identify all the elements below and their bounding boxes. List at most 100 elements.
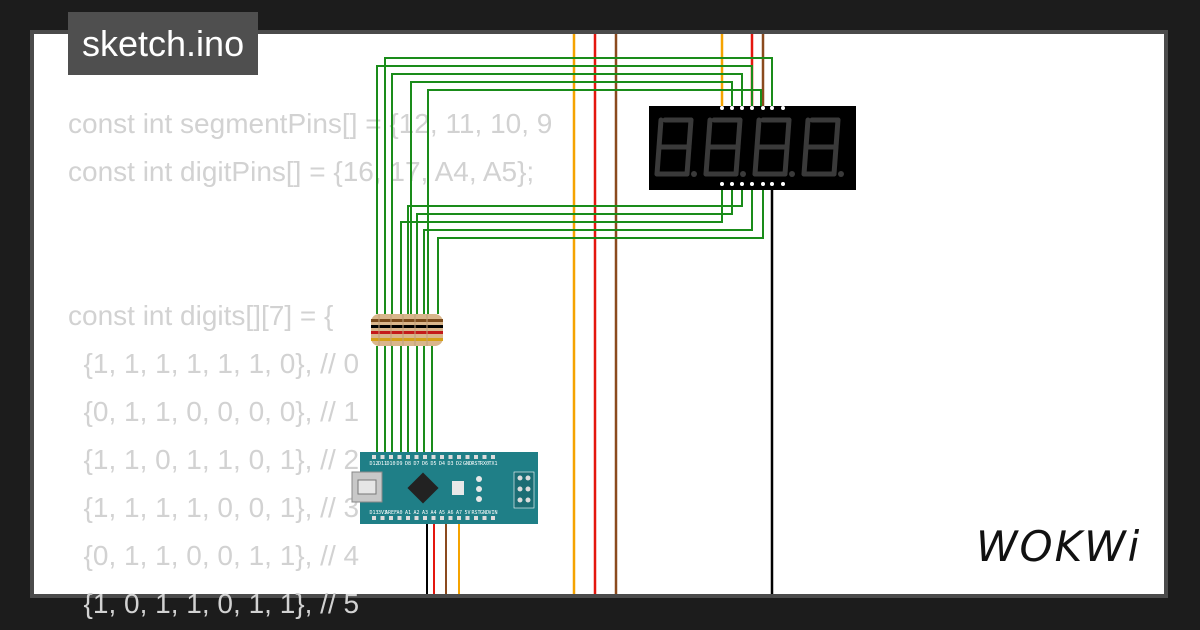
board-top-pins <box>372 455 495 459</box>
wokwi-logo: WOKWi <box>976 522 1142 571</box>
code-line: {1, 1, 1, 1, 1, 1, 0}, // 0 <box>68 348 360 379</box>
resistor-band <box>371 338 443 341</box>
icsp-pin <box>525 486 531 492</box>
header-pin <box>474 516 478 520</box>
header-pin <box>431 516 436 520</box>
header-pin <box>448 455 453 459</box>
pin-label: A6 <box>447 510 453 516</box>
pin-label: D4 <box>439 461 445 467</box>
header-pin <box>465 516 470 520</box>
header-pin <box>491 455 495 459</box>
through-wires <box>572 34 774 594</box>
pin-label: A1 <box>405 510 411 516</box>
seven-segment-display <box>649 106 856 190</box>
code-line: const int digitPins[] = {16, 17, A4, A5}… <box>68 156 535 187</box>
pin-label: D11 <box>378 461 387 467</box>
header-pin <box>457 516 461 520</box>
decimal-point <box>838 171 844 177</box>
decimal-point <box>789 171 795 177</box>
pin-label: AREF <box>385 510 397 516</box>
segment <box>703 144 711 177</box>
icsp-pin <box>517 486 523 492</box>
pin-label: D8 <box>405 461 411 467</box>
board-bottom-wires <box>426 524 460 594</box>
display-bottom-pins <box>720 182 785 186</box>
header-pin <box>491 516 495 520</box>
header-pin <box>414 516 419 520</box>
header-pin <box>406 516 410 520</box>
header-pin <box>389 516 393 520</box>
canvas: const int segmentPins[] = {12, 11, 10, 9… <box>30 30 1168 619</box>
icsp-pin <box>525 497 531 503</box>
pin-label: D9 <box>396 461 402 467</box>
header-pin <box>474 455 478 459</box>
pin-label: D5 <box>430 461 436 467</box>
digit <box>703 117 746 177</box>
icsp-pin <box>517 475 523 481</box>
segment <box>831 144 839 177</box>
header-pin <box>431 455 436 459</box>
green-wires-bottom <box>400 184 764 314</box>
header-pin <box>448 516 453 520</box>
green-wire <box>400 184 723 314</box>
green-wire <box>416 184 733 314</box>
board-bottom-pins <box>372 516 495 520</box>
segment <box>733 144 741 177</box>
pin-label: VIN <box>488 510 497 516</box>
digit <box>752 117 795 177</box>
pin-label: A4 <box>430 510 436 516</box>
icsp-pin <box>517 497 523 503</box>
digit <box>654 117 697 177</box>
pin-label: RX0 <box>480 461 489 467</box>
code-line: {0, 1, 1, 0, 0, 0, 0}, // 1 <box>68 396 360 427</box>
header-pin <box>423 516 427 520</box>
pin-label: A5 <box>439 510 445 516</box>
resistor-bank <box>371 314 443 346</box>
crystal <box>452 481 464 495</box>
code-line: {1, 1, 1, 1, 0, 0, 1}, // 3 <box>68 492 360 523</box>
header-pin <box>397 455 402 459</box>
code-background: const int segmentPins[] = {12, 11, 10, 9… <box>68 100 552 628</box>
green-wire <box>407 184 743 314</box>
code-line: const int digits[][7] = { <box>68 300 334 331</box>
code-line: {1, 1, 0, 1, 1, 0, 1}, // 2 <box>68 444 360 475</box>
green-wire <box>427 89 762 314</box>
header-pin <box>465 455 470 459</box>
header-pin <box>389 455 393 459</box>
pin-label: D12 <box>369 461 378 467</box>
segment <box>833 117 841 150</box>
resistor-band <box>371 319 443 322</box>
header-pin <box>414 455 419 459</box>
resistor-band <box>371 325 443 328</box>
pin-label: D7 <box>413 461 419 467</box>
display-top-pins <box>720 106 785 110</box>
green-wire <box>437 184 764 314</box>
segment <box>752 144 760 177</box>
pin-label: A3 <box>422 510 428 516</box>
header-pin <box>380 455 385 459</box>
segment <box>803 117 811 150</box>
pin-label: RST <box>471 461 480 467</box>
header-pin <box>372 516 376 520</box>
code-line: const int segmentPins[] = {12, 11, 10, 9 <box>68 108 553 139</box>
pin-label: D3 <box>447 461 453 467</box>
display-digits <box>654 117 844 177</box>
segment <box>801 144 809 177</box>
segment <box>686 117 694 150</box>
header-pin <box>380 516 385 520</box>
pin-label: 3V3 <box>378 510 387 516</box>
pin-label: A2 <box>413 510 419 516</box>
pin-label: A0 <box>396 510 402 516</box>
green-wire <box>384 57 773 314</box>
green-wire <box>410 81 733 314</box>
code-line: {0, 1, 1, 0, 0, 1, 1}, // 4 <box>68 540 360 571</box>
segment <box>705 117 713 150</box>
segment <box>735 117 743 150</box>
sketch-title-badge: sketch.ino <box>68 12 259 75</box>
icsp-pin <box>525 475 531 481</box>
resistor-body <box>371 314 443 346</box>
